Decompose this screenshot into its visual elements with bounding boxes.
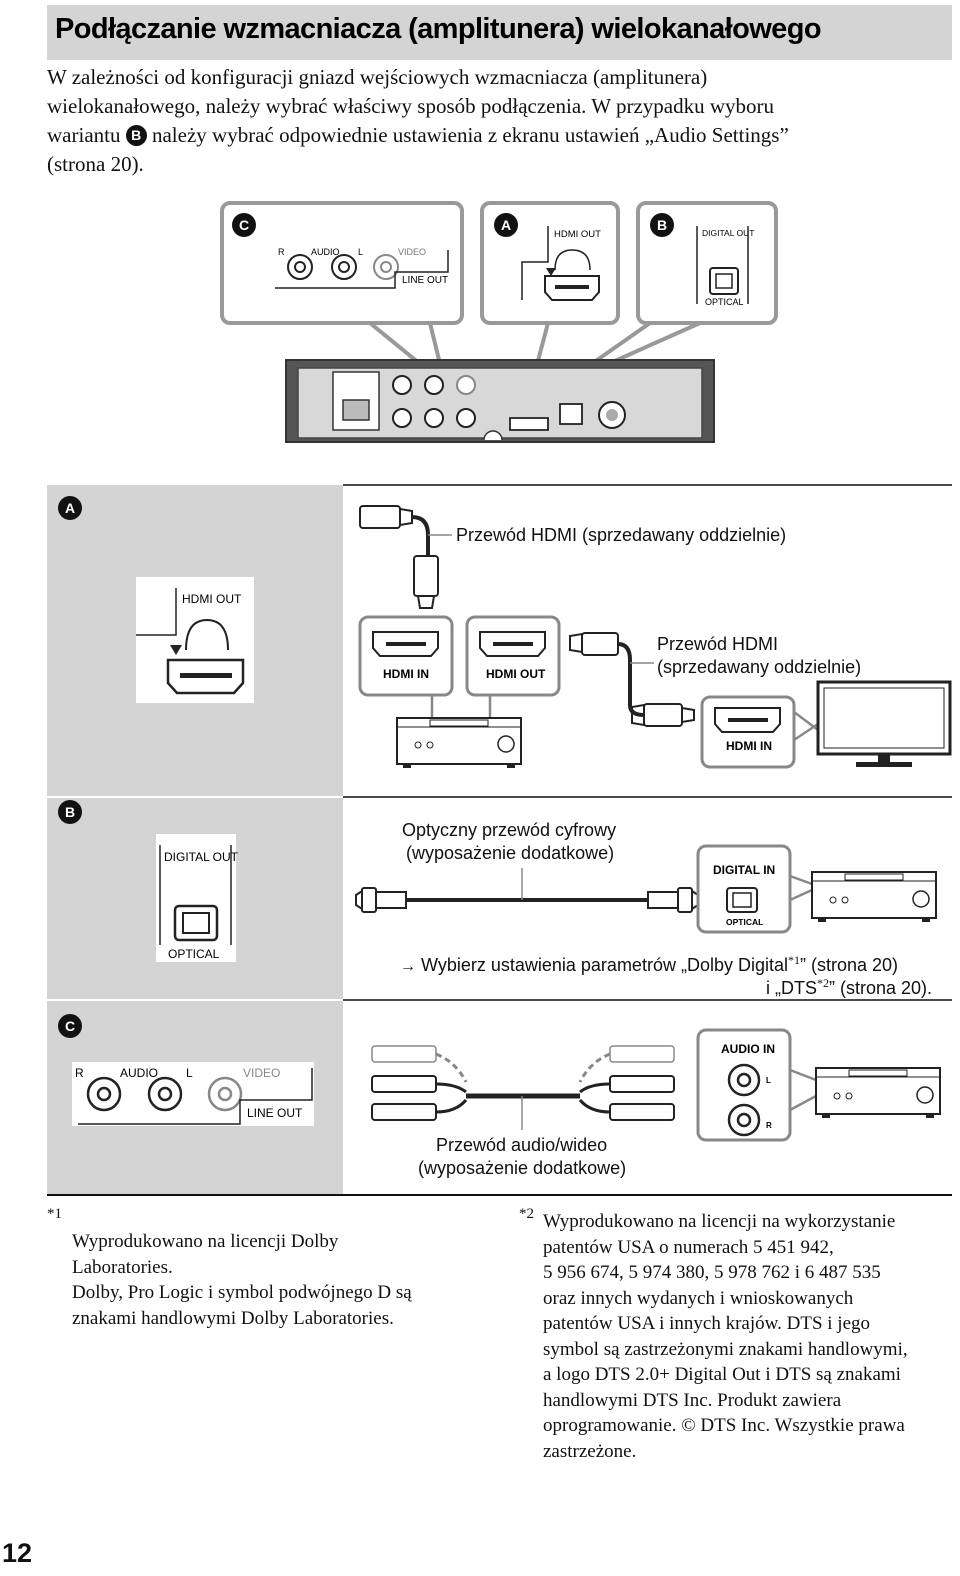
svg-text:LINE OUT: LINE OUT <box>402 275 448 286</box>
av-cable-label-line1: Przewód audio/wideo <box>436 1135 608 1155</box>
svg-text:VIDEO: VIDEO <box>243 1066 280 1080</box>
player-body <box>285 359 715 443</box>
svg-text:LINE OUT: LINE OUT <box>247 1106 303 1120</box>
intro-line-3-post: należy wybrać odpowiednie ustawienia z e… <box>146 123 789 147</box>
arrow-right-icon: → <box>400 958 416 975</box>
section-b: B DIGITAL OUT OPTICAL DIGITAL IN OPTICAL <box>58 800 937 962</box>
svg-text:OPTICAL: OPTICAL <box>705 297 744 307</box>
section-a: A HDMI OUT HDMI IN HDMI OUT <box>58 496 952 769</box>
svg-text:HDMI IN: HDMI IN <box>726 739 772 753</box>
svg-text:B: B <box>657 217 667 233</box>
badge-c-top: C <box>239 217 249 233</box>
av-cable-label-line2: (wyposażenie dodatkowe) <box>418 1158 627 1178</box>
connection-panels: A HDMI OUT HDMI IN HDMI OUT <box>47 484 952 1196</box>
callout-c-line-out: C R AUDIO L VIDEO LINE OUT <box>232 213 449 289</box>
svg-text:DIGITAL OUT: DIGITAL OUT <box>164 850 239 864</box>
svg-text:HDMI OUT: HDMI OUT <box>182 592 242 606</box>
dts-note-line2: i „DTS*2” (strona 20). <box>766 976 933 998</box>
svg-text:R: R <box>75 1066 84 1080</box>
svg-text:OPTICAL: OPTICAL <box>726 917 763 927</box>
intro-line-1: W zależności od konfiguracji gniazd wejś… <box>47 65 708 89</box>
svg-text:HDMI IN: HDMI IN <box>383 667 429 681</box>
svg-text:L: L <box>766 1076 771 1085</box>
footnote-2-mark: *2 <box>519 1206 534 1222</box>
hdmi-cable-label-2-line1: Przewód HDMI <box>657 634 779 654</box>
svg-text:AUDIO: AUDIO <box>120 1066 158 1080</box>
intro-line-3: wariantu B należy wybrać odpowiednie ust… <box>47 121 947 150</box>
svg-text:DIGITAL IN: DIGITAL IN <box>713 863 775 877</box>
amplifier-c <box>815 1067 941 1118</box>
svg-text:AUDIO: AUDIO <box>311 247 340 257</box>
svg-text:R: R <box>766 1121 772 1130</box>
badge-a: A <box>65 500 75 516</box>
svg-text:A: A <box>501 217 511 233</box>
badge-b-inline: B <box>125 125 147 146</box>
svg-text:HDMI OUT: HDMI OUT <box>486 667 546 681</box>
footnote-1: Wyprodukowano na licencji Dolby Laborato… <box>72 1231 412 1329</box>
section-c: C R AUDIO L VIDEO LINE OUT <box>58 1014 941 1142</box>
svg-text:DIGITAL OUT: DIGITAL OUT <box>702 228 754 238</box>
svg-text:HDMI OUT: HDMI OUT <box>554 229 601 240</box>
svg-text:L: L <box>358 247 363 257</box>
intro-line-2: wielokanałowego, należy wybrać właściwy … <box>47 94 775 118</box>
footnote-1-mark: *1 <box>47 1206 62 1222</box>
svg-text:OPTICAL: OPTICAL <box>168 947 220 961</box>
badge-b: B <box>65 804 75 820</box>
intro-line-3-pre: wariantu <box>47 123 126 147</box>
tv-icon <box>816 680 952 767</box>
svg-text:L: L <box>186 1066 193 1080</box>
callout-a-hdmi-out: A HDMI OUT <box>494 213 601 301</box>
optical-cable-label-line2: (wyposażenie dodatkowe) <box>406 843 615 863</box>
intro-paragraph: W zależności od konfiguracji gniazd wejś… <box>47 63 947 179</box>
player-rear-diagram: C R AUDIO L VIDEO LINE OUT A HDMI OUT B … <box>220 201 778 443</box>
svg-text:VIDEO: VIDEO <box>398 247 426 257</box>
svg-text:AUDIO IN: AUDIO IN <box>721 1042 775 1056</box>
optical-cable-label-line1: Optyczny przewód cyfrowy <box>402 820 617 840</box>
amplifier-a <box>396 695 522 768</box>
page-title: Podłączanie wzmacniacza (amplitunera) wi… <box>55 13 822 45</box>
dolby-note-line1: → Wybierz ustawienia parametrów „Dolby D… <box>400 953 899 975</box>
intro-line-4: (strona 20). <box>47 152 144 176</box>
svg-text:R: R <box>278 247 285 257</box>
page-number: 12 <box>2 1538 33 1568</box>
callout-b-digital-out: B DIGITAL OUT OPTICAL <box>650 213 754 307</box>
footnote-2: Wyprodukowano na licencji na wykorzystan… <box>543 1211 908 1462</box>
hdmi-cable-label-2-line2: (sprzedawany oddzielnie) <box>657 657 862 677</box>
hdmi-cable-label-1: Przewód HDMI (sprzedawany oddzielnie) <box>456 525 787 545</box>
title-bar: Podłączanie wzmacniacza (amplitunera) wi… <box>47 5 952 60</box>
amplifier-b <box>811 871 937 922</box>
badge-c: C <box>65 1018 75 1034</box>
